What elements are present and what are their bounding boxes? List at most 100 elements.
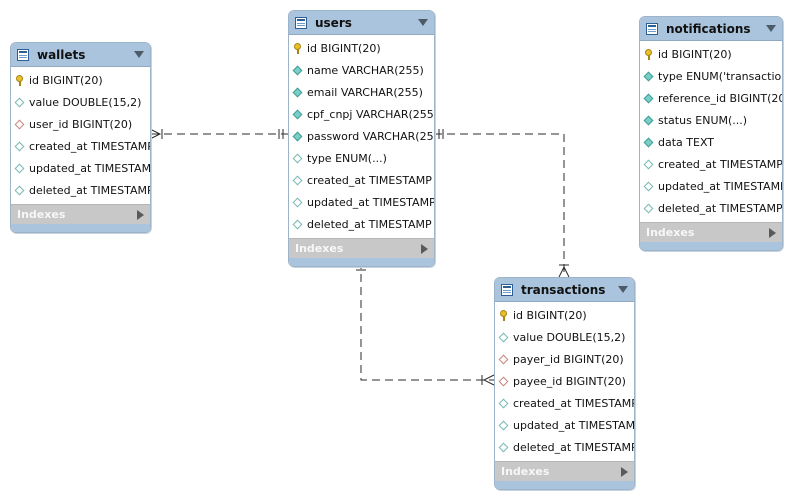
- column-row[interactable]: password VARCHAR(255): [289, 125, 434, 147]
- table-transactions[interactable]: transactions id BIGINT(20) value DOUBLE(1…: [494, 277, 635, 490]
- column-row[interactable]: deleted_at TIMESTAMP: [640, 197, 782, 219]
- column-row[interactable]: data TEXT: [640, 131, 782, 153]
- column-row[interactable]: status ENUM(...): [640, 109, 782, 131]
- indexes-label: Indexes: [646, 226, 695, 239]
- column-label: deleted_at TIMESTAMP: [513, 440, 635, 454]
- collapse-arrow-icon[interactable]: [418, 19, 428, 26]
- table-icon: [501, 283, 513, 296]
- indexes-bar[interactable]: Indexes: [495, 461, 634, 481]
- column-label: email VARCHAR(255): [307, 85, 423, 99]
- column-row[interactable]: deleted_at TIMESTAMP: [11, 179, 150, 201]
- column-row[interactable]: created_at TIMESTAMP: [495, 392, 634, 414]
- column-label: updated_at TIMESTAMP: [658, 179, 783, 193]
- column-row[interactable]: created_at TIMESTAMP: [289, 169, 434, 191]
- expand-arrow-icon[interactable]: [769, 227, 776, 238]
- foreign-key-icon: [498, 354, 509, 364]
- column-row[interactable]: cpf_cnpj VARCHAR(255): [289, 103, 434, 125]
- foreign-key-icon: [498, 376, 509, 386]
- primary-key-icon: [294, 42, 301, 54]
- column-label: type ENUM(...): [307, 151, 387, 165]
- column-label: cpf_cnpj VARCHAR(255): [307, 107, 435, 121]
- column-row[interactable]: id BIGINT(20): [11, 69, 150, 91]
- primary-key-icon: [500, 309, 507, 321]
- column-row[interactable]: id BIGINT(20): [289, 37, 434, 59]
- nullable-column-icon: [643, 203, 654, 213]
- expand-arrow-icon[interactable]: [621, 466, 628, 477]
- column-label: value DOUBLE(15,2): [513, 330, 626, 344]
- table-icon: [295, 16, 307, 29]
- table-footer: [640, 242, 782, 250]
- collapse-arrow-icon[interactable]: [134, 51, 144, 58]
- relationship-users-transactions-payee[interactable]: [360, 261, 494, 381]
- foreign-key-icon: [14, 119, 25, 129]
- table-header[interactable]: users: [289, 11, 434, 35]
- nullable-column-icon: [292, 175, 303, 185]
- indexes-bar[interactable]: Indexes: [11, 204, 150, 224]
- column-row[interactable]: type ENUM('transaction'): [640, 65, 782, 87]
- nullable-column-icon: [292, 197, 303, 207]
- column-row[interactable]: id BIGINT(20): [495, 304, 634, 326]
- column-label: deleted_at TIMESTAMP: [307, 217, 432, 231]
- column-row[interactable]: email VARCHAR(255): [289, 81, 434, 103]
- table-name: wallets: [37, 47, 86, 62]
- column-list: id BIGINT(20) value DOUBLE(15,2) user_id B…: [11, 67, 150, 204]
- column-row[interactable]: updated_at TIMESTAMP: [640, 175, 782, 197]
- table-header[interactable]: wallets: [11, 43, 150, 67]
- column-label: reference_id BIGINT(20): [658, 91, 783, 105]
- not-null-column-icon: [292, 87, 303, 97]
- table-wallets[interactable]: wallets id BIGINT(20) value DOUBLE(15,2) u…: [10, 42, 151, 233]
- nullable-column-icon: [643, 181, 654, 191]
- column-label: name VARCHAR(255): [307, 63, 424, 77]
- column-label: user_id BIGINT(20): [29, 117, 133, 131]
- collapse-arrow-icon[interactable]: [766, 25, 776, 32]
- table-footer: [289, 258, 434, 266]
- column-row[interactable]: user_id BIGINT(20): [11, 113, 150, 135]
- nullable-column-icon: [498, 420, 509, 430]
- column-list: id BIGINT(20) type ENUM('transaction') ref…: [640, 41, 782, 222]
- column-row[interactable]: payee_id BIGINT(20): [495, 370, 634, 392]
- table-notifications[interactable]: notifications id BIGINT(20) type ENUM('tr…: [639, 16, 783, 251]
- not-null-column-icon: [292, 131, 303, 141]
- crowfoot-wallets-end: [149, 128, 163, 140]
- table-footer: [11, 224, 150, 232]
- expand-arrow-icon[interactable]: [421, 243, 428, 254]
- column-label: updated_at TIMESTAMP: [29, 161, 151, 175]
- column-row[interactable]: value DOUBLE(15,2): [11, 91, 150, 113]
- column-row[interactable]: id BIGINT(20): [640, 43, 782, 65]
- indexes-bar[interactable]: Indexes: [289, 238, 434, 258]
- column-row[interactable]: name VARCHAR(255): [289, 59, 434, 81]
- column-label: updated_at TIMESTAMP: [513, 418, 635, 432]
- nullable-column-icon: [14, 97, 25, 107]
- table-header[interactable]: transactions: [495, 278, 634, 302]
- column-row[interactable]: updated_at TIMESTAMP: [11, 157, 150, 179]
- table-icon: [646, 22, 658, 35]
- indexes-bar[interactable]: Indexes: [640, 222, 782, 242]
- column-row[interactable]: type ENUM(...): [289, 147, 434, 169]
- column-label: created_at TIMESTAMP: [307, 173, 432, 187]
- relationship-users-transactions-payer[interactable]: [434, 133, 565, 277]
- primary-key-icon: [16, 74, 23, 86]
- column-row[interactable]: created_at TIMESTAMP: [640, 153, 782, 175]
- column-row[interactable]: updated_at TIMESTAMP: [495, 414, 634, 436]
- table-header[interactable]: notifications: [640, 17, 782, 41]
- column-row[interactable]: payer_id BIGINT(20): [495, 348, 634, 370]
- column-label: password VARCHAR(255): [307, 129, 435, 143]
- nullable-column-icon: [498, 332, 509, 342]
- column-row[interactable]: deleted_at TIMESTAMP: [495, 436, 634, 458]
- column-row[interactable]: reference_id BIGINT(20): [640, 87, 782, 109]
- column-row[interactable]: deleted_at TIMESTAMP: [289, 213, 434, 235]
- column-row[interactable]: value DOUBLE(15,2): [495, 326, 634, 348]
- primary-key-icon: [645, 48, 652, 60]
- column-row[interactable]: created_at TIMESTAMP: [11, 135, 150, 157]
- column-label: deleted_at TIMESTAMP: [658, 201, 783, 215]
- nullable-column-icon: [498, 442, 509, 452]
- table-users[interactable]: users id BIGINT(20) name VARCHAR(255) emai…: [288, 10, 435, 267]
- collapse-arrow-icon[interactable]: [618, 286, 628, 293]
- table-icon: [17, 48, 29, 61]
- expand-arrow-icon[interactable]: [137, 209, 144, 220]
- column-label: type ENUM('transaction'): [658, 69, 783, 83]
- column-row[interactable]: updated_at TIMESTAMP: [289, 191, 434, 213]
- nullable-column-icon: [14, 163, 25, 173]
- column-label: data TEXT: [658, 135, 715, 149]
- column-label: value DOUBLE(15,2): [29, 95, 142, 109]
